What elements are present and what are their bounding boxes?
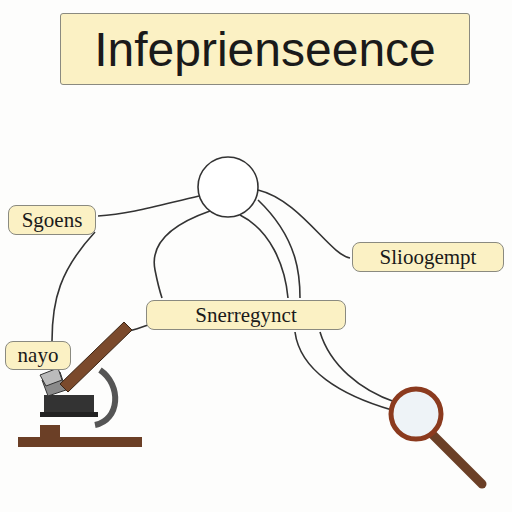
wire [258,200,300,298]
label-box: Snerregynct [146,300,346,330]
title-text: Infeprienseence [94,22,436,77]
label-text: nayo [18,343,59,368]
label-text: Sgoens [22,208,83,233]
wire [98,196,199,216]
wire [258,190,350,258]
magnifying-glass [391,389,482,484]
hub-circle [198,157,258,217]
wire [154,211,210,298]
title-box: Infeprienseence [60,13,470,85]
label-box: Slioogempt [352,242,504,272]
label-box: Sgoens [8,205,96,235]
label-text: Snerregynct [195,303,296,328]
label-text: Slioogempt [380,245,477,270]
label-box: nayo [5,341,71,370]
wire [52,232,95,341]
wire [320,332,395,402]
